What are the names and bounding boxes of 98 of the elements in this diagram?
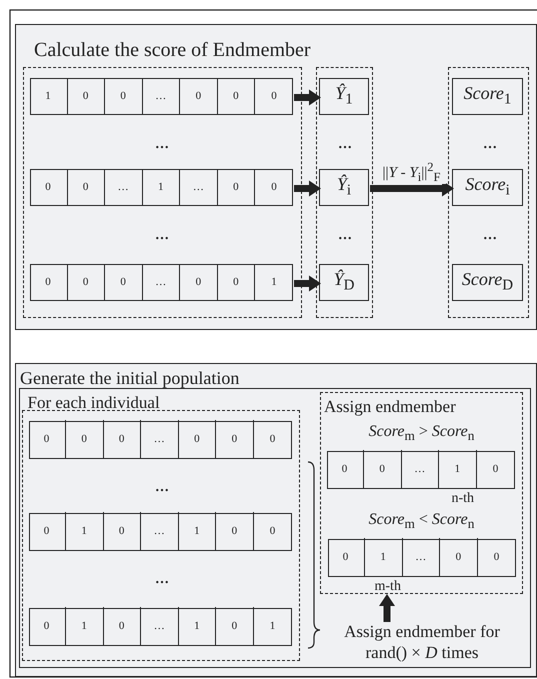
cell-value: 1 [454,462,462,477]
math-label: Ŷ$_{1}$ [334,82,354,110]
ellipsis: … [154,137,170,152]
condition-label: Score$_{m}$ < Score$_{n}$ [368,511,476,532]
value-box [319,264,369,301]
arrow [294,180,321,196]
cell-value: 1 [270,274,278,290]
math-label: Score$_{1}$ [462,82,512,110]
cell-value: 0 [230,618,238,634]
dashed-group [316,66,372,318]
cell-value: … [152,432,166,447]
cell-value: 0 [82,88,90,104]
cell-value: … [413,462,426,477]
cell-value: 0 [268,524,276,539]
vector-bar [30,264,293,301]
cell-value: 1 [80,618,88,634]
arrow [379,594,395,622]
panel [15,24,537,330]
arrow [294,276,321,292]
ellipsis: … [154,572,170,588]
vector-bar [30,169,293,206]
cell-value: 0 [193,432,201,447]
cell-value: 1 [379,550,387,565]
cell-value: 0 [270,180,278,195]
value-box [452,264,523,301]
arrow [370,180,454,196]
ellipsis: … [337,137,353,152]
cell-value: 0 [82,274,90,290]
cell-value: 0 [454,550,462,565]
ellipsis: … [154,228,170,244]
condition-label: Score$_{m}$ > Score$_{n}$ [368,423,476,444]
cell-value: 0 [492,550,500,565]
cell-value: 0 [194,274,202,290]
cell-value: 0 [194,88,202,104]
value-box [452,169,523,206]
dashed-group [22,66,302,318]
value-box [319,78,369,115]
cell-value: 0 [44,180,52,195]
vector-bar [28,608,292,646]
cell-value: 0 [119,88,127,104]
ellipsis: … [482,228,498,244]
cell-value: 0 [80,432,88,447]
cell-value: 1 [268,618,276,634]
cell-value: … [152,524,166,539]
cell-value: 0 [118,524,126,539]
cell-value: … [154,88,168,104]
cell-value: 0 [340,462,348,477]
value-box [319,169,369,206]
cell-value: 0 [232,274,240,290]
cell-value: … [116,180,130,195]
section-heading: For each individual [28,394,160,412]
cell-value: 0 [232,180,240,195]
math-label: Ŷ$_{D}$ [332,268,356,296]
cell-value: … [414,550,428,565]
cell-value: 0 [118,618,126,634]
cell-value: 0 [232,88,240,104]
dashed-group [320,392,523,594]
cell-value: 0 [42,618,50,634]
cell-value: 0 [82,180,90,195]
section-heading: Assign endmember [324,398,456,417]
vector-bar [28,512,292,550]
cell-value: … [192,180,205,195]
cell-value: 0 [44,274,52,290]
value-box [452,78,523,115]
cell-value: 0 [119,274,127,290]
cell-value: 1 [156,180,164,195]
ellipsis: … [482,137,498,152]
math-label: Ŷ$_{i}$ [336,173,352,202]
position-label: n-th [452,490,474,506]
math-label: Score$_{i}$ [464,173,511,202]
position-label: m-th [374,578,401,594]
dashed-group [448,66,528,318]
cell-value: … [152,618,166,634]
section-heading: Generate the initial population [20,369,240,389]
math-label: Score$_{D}$ [460,268,514,296]
cell-value: 1 [80,524,88,539]
cell-value: 0 [230,524,238,539]
arrow [294,90,321,106]
ellipsis: … [337,228,353,244]
cell-value: 0 [42,524,50,539]
cell-value: 1 [193,524,201,539]
dashed-group [22,410,300,661]
cell-value: 1 [44,88,52,104]
ellipsis: … [154,480,170,496]
vector-bar [30,78,293,115]
note-text: Assign endmember for rand() × D times [343,621,501,664]
cell-value: 0 [378,462,386,477]
cell-value: 0 [492,462,500,477]
vector-bar [28,420,292,458]
cell-value: 0 [42,432,50,447]
cell-value: 0 [342,550,350,565]
cell-value: 0 [268,432,276,447]
cell-value: 0 [118,432,126,447]
cell-value: … [154,274,168,290]
cell-value: 1 [193,618,201,634]
section-heading: Calculate the score of Endmember [34,39,311,61]
cell-value: 0 [270,88,278,104]
cell-value: 0 [230,432,238,447]
